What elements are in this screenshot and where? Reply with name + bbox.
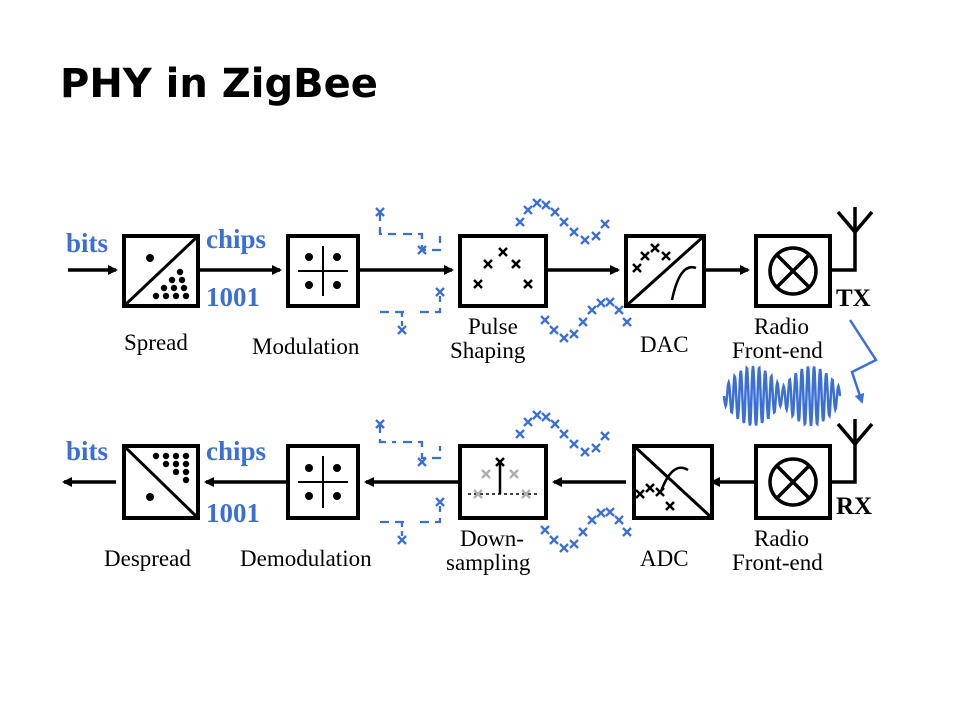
rf-signal-wave (722, 365, 842, 427)
pulse-shaping-label-2: Shaping (450, 338, 526, 363)
rx-chips-label: chips (206, 436, 266, 466)
rx-antenna-feed (830, 444, 857, 484)
tx-antenna-label: TX (836, 285, 871, 312)
modulation-label: Modulation (252, 334, 360, 359)
spread-block (122, 234, 200, 308)
tx-chips-value: 1001 (206, 282, 260, 312)
rx-radio-label-2: Front-end (732, 550, 823, 575)
tx-wave-lower (539, 296, 633, 344)
tx-chain: bits chips 1001 TX Spread Modulation Pul… (66, 197, 874, 363)
modulation-block (286, 234, 360, 308)
tx-chips-label: chips (206, 224, 266, 254)
dac-label: DAC (640, 332, 689, 357)
lightning-arrow-icon (848, 319, 878, 404)
tx-bits-label: bits (66, 228, 108, 258)
adc-label: ADC (640, 546, 689, 571)
despread-label: Despread (104, 546, 191, 571)
rx-chips-value: 1001 (206, 498, 260, 528)
tx-antenna-feed (830, 232, 857, 272)
rx-radio-label-1: Radio (754, 526, 809, 551)
dac-block (624, 234, 706, 308)
rx-wave-lower (539, 506, 633, 554)
wireless-channel (722, 319, 878, 427)
despread-block (122, 444, 200, 520)
tx-upsample-marks (374, 206, 446, 336)
tx-radio-label-1: Radio (754, 314, 809, 339)
pulse-shaping-block (458, 234, 548, 308)
tx-radio-label-2: Front-end (732, 338, 823, 363)
downsampling-label-2: sampling (446, 550, 531, 575)
pulse-shaping-label-1: Pulse (468, 314, 518, 339)
tx-radio-block (754, 234, 832, 308)
demodulation-block (286, 444, 360, 520)
rx-radio-block (754, 444, 832, 520)
rx-chain: bits chips 1001 RX Despread Demodulation… (62, 409, 874, 575)
downsampling-label-1: Down- (460, 526, 524, 551)
downsampling-block (458, 444, 548, 520)
rx-bits-label: bits (66, 436, 108, 466)
adc-block (632, 444, 714, 520)
demodulation-label: Demodulation (240, 546, 372, 571)
rx-antenna-label: RX (836, 493, 872, 520)
spread-label: Spread (124, 330, 188, 355)
slide-title: PHY in ZigBee (60, 61, 378, 107)
rx-upsample-marks (374, 418, 446, 546)
